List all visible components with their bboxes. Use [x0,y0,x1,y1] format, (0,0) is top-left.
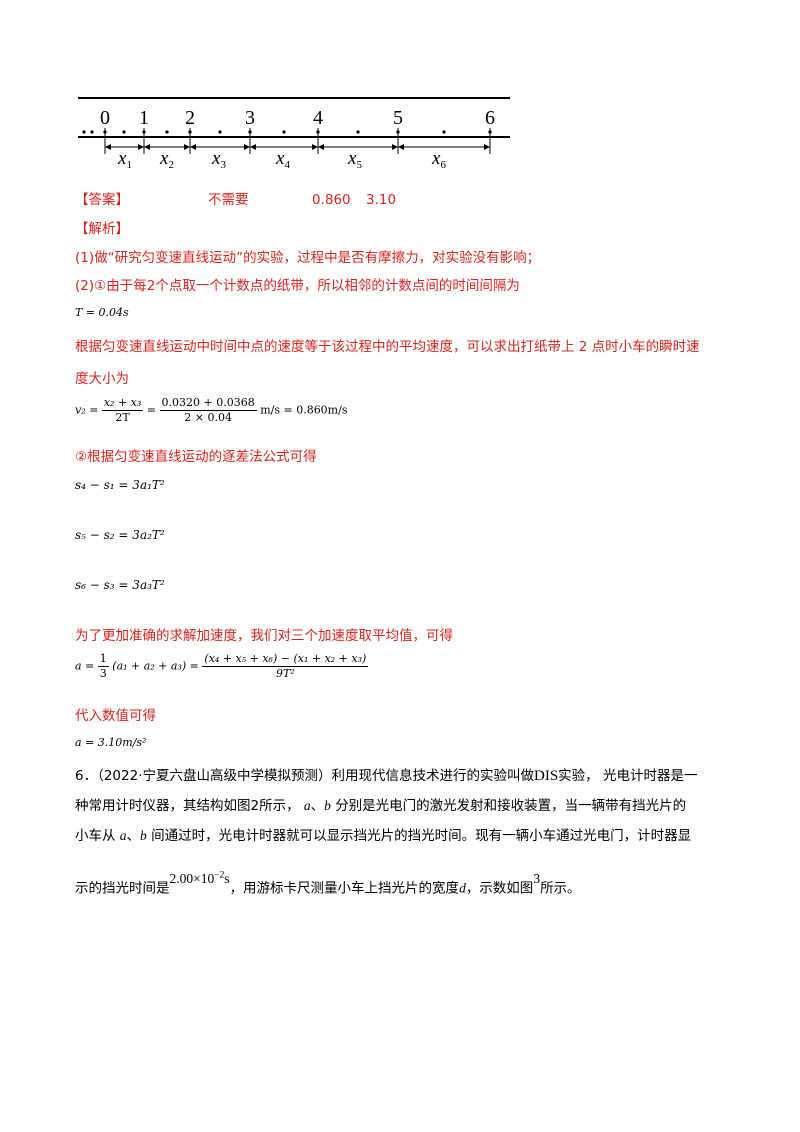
q6-time-unit: s [224,870,230,886]
analysis-line-6: 代入数值可得 [75,708,156,724]
point-label-2: 2 [185,107,195,129]
q6-var-b-2: b [140,828,147,843]
eq-v-den-1: 2T [115,411,130,424]
equation-T: T = 0.04s [75,306,129,319]
q6-dis: DIS [534,768,559,784]
segment-label-x3: x3 [211,148,226,171]
point-label-5: 5 [393,107,403,129]
q6-var-a-2: a [119,828,127,843]
eq-a-mid: (a₁ + a₂ + a₃) = [112,659,199,673]
eq-v-equals: = [146,403,156,417]
analysis-label: 【解析】 [75,221,129,237]
eq-v-frac-1: x₂ + x₃ 2T [101,396,144,425]
point-label-1: 1 [139,107,149,129]
point-label-0: 0 [100,107,110,129]
eq-v-tail: m/s = 0.860m/s [260,403,348,417]
q6-text-4b: ，用游标卡尺测量小车上挡光片的宽度 [229,880,460,897]
eq-a-num: (x₄ + x₅ + x₆) − (x₁ + x₂ + x₃) [202,652,369,667]
eq-v-num-1: x₂ + x₃ [101,396,144,411]
q6-var-b: b [324,798,331,813]
q6-text-4d: 所示。 [540,880,581,897]
eq-a-big-frac: (x₄ + x₅ + x₆) − (x₁ + x₂ + x₃) 9T² [202,652,369,681]
q6-line-4: 示的挡光时间是2.00×10−2s，用游标卡尺测量小车上挡光片的宽度d，示数如图… [75,870,581,898]
q6-sep-1: 、 [310,798,325,814]
segment-label-x4: x4 [275,148,290,171]
equation-s1: s₄ − s₁ = 3a₁T² [75,478,165,492]
q6-text-1a: 6．（2022·宁夏六盘山高级中学模拟预测）利用现代信息技术进行的实验叫做 [75,768,534,784]
analysis-para-3a: 根据匀变速直线运动中时间中点的速度等于该过程中的平均速度，可以求出打纸带上 2 … [75,339,700,355]
analysis-para-3b: 度大小为 [75,371,129,387]
eq-a-third: 1 3 [97,652,109,681]
q6-var-a: a [303,798,311,813]
equation-s3: s₆ − s₃ = 3a₃T² [75,578,165,592]
q6-text-2b: 分别是光电门的激光发射和接收装置，当一辆带有挡光片的 [335,798,687,814]
segment-label-x5: x5 [347,148,362,171]
answer-value-1: 不需要 [208,192,249,208]
analysis-line-4: ②根据匀变速直线运动的逐差法公式可得 [75,449,317,465]
eq-a-third-den: 3 [99,667,107,680]
eq-a-den: 9T² [275,667,295,680]
q6-time-value: 2.00×10−2s [169,870,230,886]
q6-sep-2: 、 [126,828,141,844]
eq-a-lhs: a = [75,659,95,673]
equation-s2: s₅ − s₂ = 3a₂T² [75,528,165,542]
eq-v-frac-2: 0.0320 + 0.0368 2 × 0.04 [159,396,257,425]
analysis-line-1: (1)做“研究匀变速直线运动”的实验，过程中是否有摩擦力，对实验没有影响； [75,250,541,266]
q6-line-1: 6．（2022·宁夏六盘山高级中学模拟预测）利用现代信息技术进行的实验叫做DIS… [75,767,697,785]
q6-var-d: d [459,880,466,896]
q6-fig-num: 3 [533,870,541,886]
q6-text-1b: 实验， 光电计时器是一 [558,768,698,784]
paper-tape-figure: 0 1 2 3 4 5 6 [78,97,510,171]
q6-text-3b: 间通过时，光电计时器就可以显示挡光片的挡光时间。现有一辆小车通过光电门，计时器显 [151,828,692,844]
tape-dots [82,130,492,134]
analysis-line-5: 为了更加准确的求解加速度，我们对三个加速度取平均值，可得 [75,628,453,644]
segment-label-x1: x1 [117,148,132,171]
answer-value-2: 0.860 [312,192,351,208]
segment-label-x2: x2 [159,148,174,171]
equation-final: a = 3.10m/s² [75,736,147,749]
q6-line-3: 小车从 a、b 间通过时，光电计时器就可以显示挡光片的挡光时间。现有一辆小车通过… [75,827,691,845]
point-label-4: 4 [313,107,323,129]
q6-time-exp: −2 [214,870,225,880]
equation-velocity: v₂ = x₂ + x₃ 2T = 0.0320 + 0.0368 2 × 0.… [75,396,347,425]
point-label-6: 6 [485,107,495,129]
q6-text-4c: ，示数如图 [465,880,534,897]
q6-line-2: 种常用计时仪器，其结构如图2所示， a、b 分别是光电门的激光发射和接收装置，当… [75,797,686,815]
eq-a-third-num: 1 [97,652,109,667]
answer-value-3: 3.10 [366,192,397,208]
eq-v-lhs: v₂ = [75,403,99,417]
point-label-3: 3 [245,107,255,129]
q6-time-base: 2.00×10 [169,870,215,886]
answer-row: 【答案】 不需要 0.860 3.10 [75,191,535,209]
q6-text-2a: 种常用计时仪器，其结构如图2所示， [75,798,300,814]
q6-text-4a: 示的挡光时间是 [75,880,170,897]
eq-v-den-2: 2 × 0.04 [184,411,232,424]
segment-label-x6: x6 [431,148,446,171]
analysis-line-2: (2)①由于每2个点取一个计数点的纸带，所以相邻的计数点间的时间间隔为 [75,278,520,294]
answer-label: 【答案】 [75,192,129,208]
eq-v-num-2: 0.0320 + 0.0368 [159,396,257,411]
equation-average-a: a = 1 3 (a₁ + a₂ + a₃) = (x₄ + x₅ + x₆) … [75,652,369,681]
q6-text-3a: 小车从 [75,828,116,844]
